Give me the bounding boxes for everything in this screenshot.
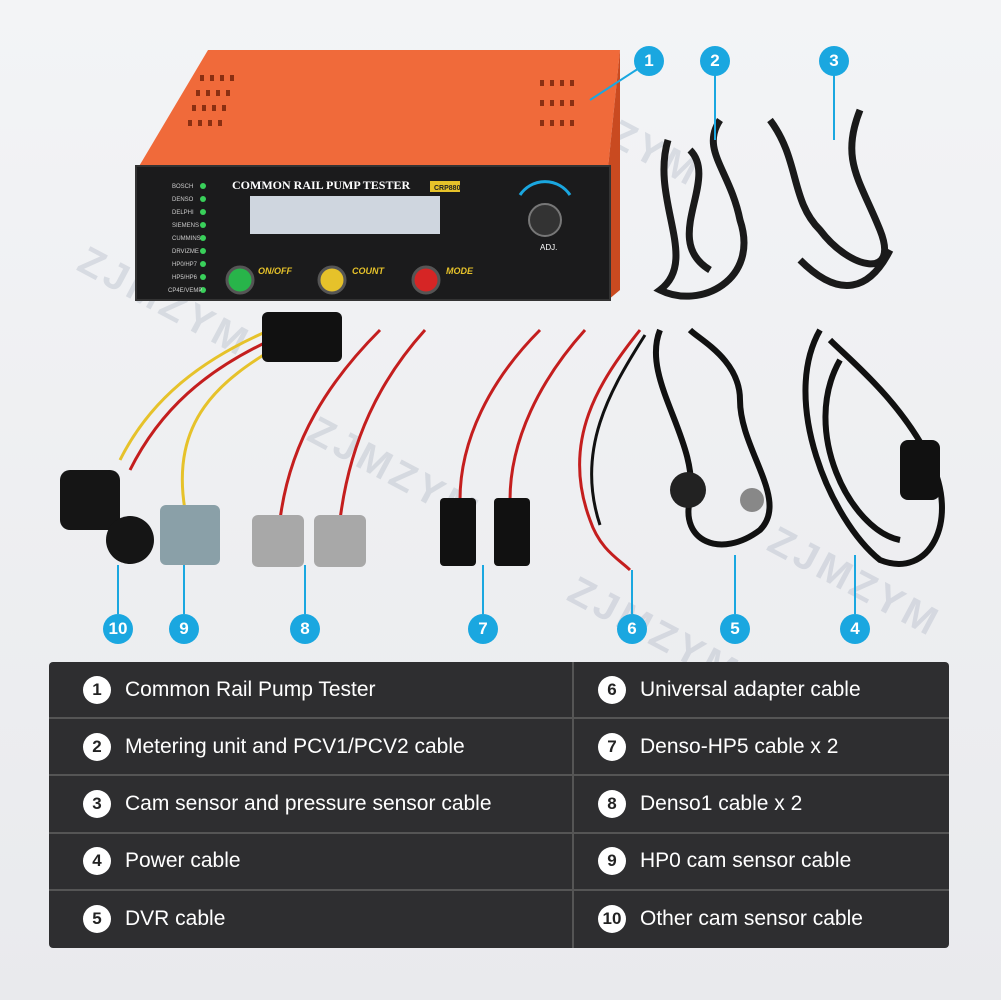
legend-text: Other cam sensor cable [640,907,863,931]
cable-8 [252,328,427,567]
device-model-label: CRP880 [434,185,461,192]
legend-number: 2 [83,732,111,761]
legend-item: 9 HP0 cam sensor cable [572,833,949,891]
pump-label: DELPHI [172,210,194,216]
on-off-label: ON/OFF [258,266,292,276]
callout-7: 7 [468,614,498,644]
cable-4 [802,328,945,567]
pump-label: SIEMENS [172,223,199,229]
device-title: COMMON RAIL PUMP TESTER [232,178,410,192]
legend-number: 8 [598,789,626,818]
count-label: COUNT [352,266,385,276]
legend-table: 1 Common Rail Pump Tester 6 Universal ad… [49,662,949,948]
pump-label: CP4E/VEMP [168,288,202,294]
legend-number: 1 [83,675,111,704]
legend-number: 4 [83,847,111,876]
legend-text: Denso-HP5 cable x 2 [640,734,839,758]
legend-item: 7 Denso-HP5 cable x 2 [572,719,949,777]
callout-9: 9 [169,614,199,644]
callout-3: 3 [819,46,849,76]
legend-item: 1 Common Rail Pump Tester [49,662,572,720]
legend-text: Metering unit and PCV1/PCV2 cable [125,734,465,758]
callout-10: 10 [103,614,133,644]
cable-6 [578,329,647,572]
legend-number: 3 [83,789,111,818]
callout-4: 4 [840,614,870,644]
legend-number: 9 [598,847,626,876]
pump-label: HP0/HP7 [172,262,198,268]
pump-label: HP5/HP6 [172,275,198,281]
cable-5 [652,327,773,548]
cable-2 [653,118,748,300]
product-photo: COMMON RAIL PUMP TESTER CRP880 CRP880 BO… [60,50,945,614]
pump-label: BOSCH [172,184,193,190]
legend-item: 2 Metering unit and PCV1/PCV2 cable [49,719,572,777]
legend-number: 7 [598,732,626,761]
legend-text: Common Rail Pump Tester [125,677,376,701]
legend-number: 10 [598,905,626,934]
legend-item: 6 Universal adapter cable [572,662,949,720]
callout-2: 2 [700,46,730,76]
legend-text: Universal adapter cable [640,677,861,701]
callout-5: 5 [720,614,750,644]
pump-label: DENSO [172,197,194,203]
callout-6: 6 [617,614,647,644]
callout-8: 8 [290,614,320,644]
mode-label: MODE [446,266,474,276]
legend-text: Denso1 cable x 2 [640,791,803,815]
legend-item: 8 Denso1 cable x 2 [572,776,949,834]
pump-label: CUMMINS [172,236,201,242]
cable-3 [767,108,894,289]
legend-item: 10 Other cam sensor cable [572,890,949,948]
pump-label: DRVIZME [172,249,199,255]
legend-item: 3 Cam sensor and pressure sensor cable [49,776,572,834]
callout-1: 1 [634,46,664,76]
legend-text: DVR cable [125,907,226,931]
legend-text: HP0 cam sensor cable [640,849,852,873]
legend-text: Cam sensor and pressure sensor cable [125,791,492,815]
cable-7 [440,328,587,566]
cable-9-10 [60,312,342,565]
legend-text: Power cable [125,849,241,873]
legend-number: 6 [598,675,626,704]
tester-box [135,50,620,301]
legend-item: 5 DVR cable [49,891,572,948]
legend-item: 4 Power cable [49,834,572,891]
knob-label: ADJ. [540,243,557,252]
legend-number: 5 [83,905,111,934]
